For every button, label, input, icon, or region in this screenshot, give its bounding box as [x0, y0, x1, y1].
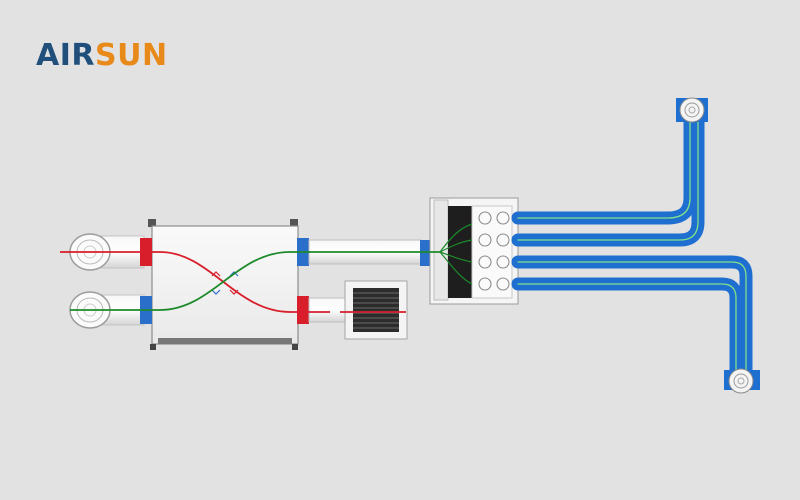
- flexible-duct-network: [511, 111, 753, 383]
- supply-duct: [308, 239, 430, 266]
- supply-airflow-line: [70, 223, 473, 311]
- brand-logo-part1: AIR: [36, 38, 95, 73]
- brand-logo: AIRSUN: [36, 38, 168, 74]
- brand-logo-part2: SUN: [94, 38, 168, 73]
- collar-exhaust-out: [297, 296, 309, 324]
- ceiling-diffuser-bottom: [724, 368, 760, 394]
- outlet-spigots: [478, 211, 510, 291]
- distribution-plenum: [429, 197, 519, 305]
- exhaust-duct: [308, 297, 348, 323]
- heat-recovery-unit: [140, 219, 309, 350]
- extract-grille: [344, 280, 408, 340]
- ceiling-diffuser-top: [676, 97, 708, 123]
